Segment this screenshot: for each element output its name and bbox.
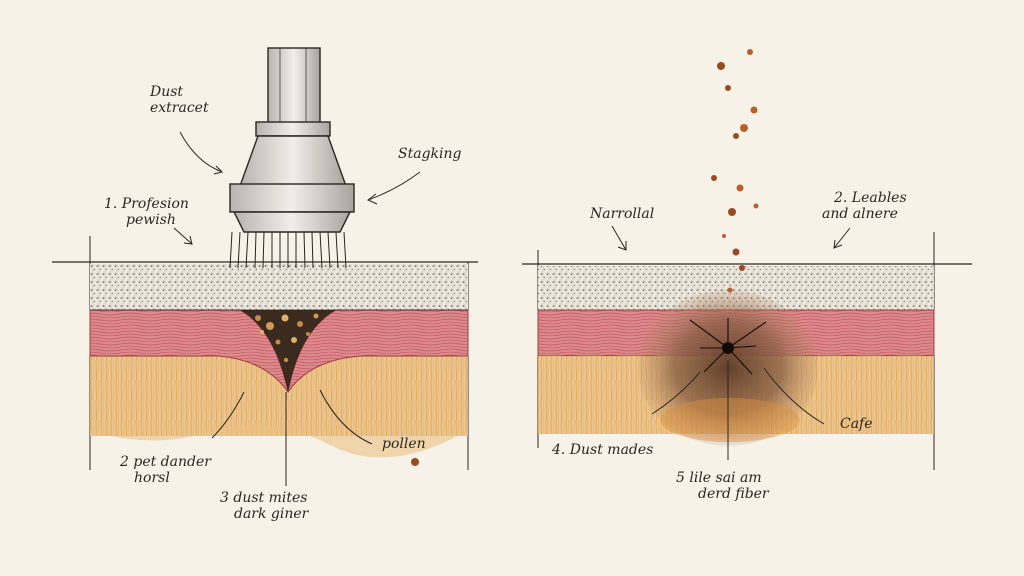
label-dust-mades: 4. Dust mades (552, 442, 653, 458)
label-line: Narrollal (590, 206, 655, 222)
label-line: Stagking (398, 146, 462, 162)
label-line: pewish (126, 212, 176, 228)
label-line: extracet (150, 100, 209, 116)
label-cafe: Cafe (840, 416, 873, 432)
right-leader-lines (611, 225, 851, 460)
left-carpet-section (52, 236, 478, 470)
stain-halo (660, 398, 800, 442)
dust-particle-icon (711, 49, 759, 293)
label-line: 1. Profesion (104, 196, 189, 212)
label-line: 3 dust mites (220, 490, 308, 506)
left-debris-pocket (240, 310, 336, 392)
label-dust-mites: 3 dust mites dark giner (220, 490, 308, 522)
label-line: pollen (382, 436, 426, 452)
label-line: and alnere (822, 206, 898, 222)
label-narrollal: Narrollal (590, 206, 654, 222)
left-leader-lines (173, 131, 421, 486)
label-line: horsl (134, 470, 170, 486)
label-line: 2. Leables (834, 190, 907, 206)
pollen-particle (411, 458, 419, 466)
label-dust-extract: Dust extracet (150, 84, 209, 116)
label-lile-fiber: 5 lile sai am derd fiber (676, 470, 769, 502)
label-profesion: 1. Profesion pewish (104, 196, 189, 228)
label-stagking: Stagking (398, 146, 461, 162)
label-line: Cafe (840, 416, 873, 432)
label-line: 5 lile sai am (676, 470, 762, 486)
vacuum-nozzle-icon (229, 47, 355, 269)
label-line: 2 pet dander (120, 454, 211, 470)
label-line: 4. Dust mades (552, 442, 654, 458)
left-fiber-layer (90, 264, 468, 310)
left-debris-particles (255, 313, 319, 363)
label-line: dark giner (234, 506, 309, 522)
label-leables: 2. Leables and alnere (822, 190, 907, 222)
label-pollen: pollen (382, 436, 426, 452)
label-pet-dander: 2 pet dander horsl (120, 454, 211, 486)
left-ochre-wash (90, 425, 468, 458)
label-line: derd fiber (698, 486, 769, 502)
right-carpet-section (522, 232, 972, 470)
label-line: Dust (150, 84, 184, 100)
